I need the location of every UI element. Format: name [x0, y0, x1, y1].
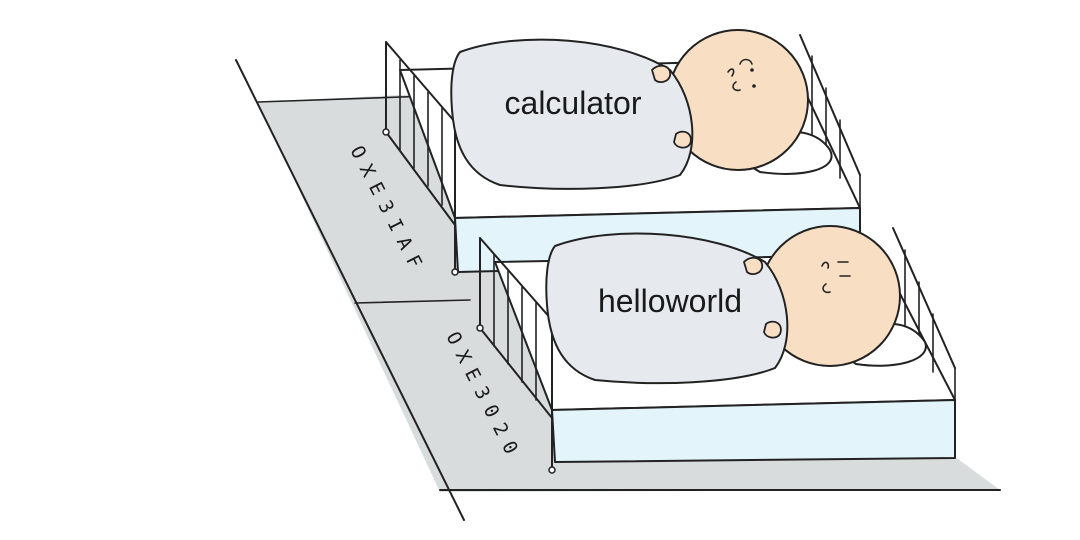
sleeper-head: [759, 225, 901, 367]
program-label: helloworld: [598, 283, 742, 319]
program-label: calculator: [505, 85, 642, 121]
bed-calculator: calculator: [382, 29, 861, 276]
blanket: [450, 38, 694, 190]
bed-rail-right: [799, 34, 861, 209]
bed-rail-left: [476, 237, 556, 474]
blanket: [545, 232, 789, 385]
sleeper-head: [667, 29, 809, 171]
bed-helloworld: helloworld: [476, 225, 956, 474]
bed-rail-left: [382, 41, 459, 276]
